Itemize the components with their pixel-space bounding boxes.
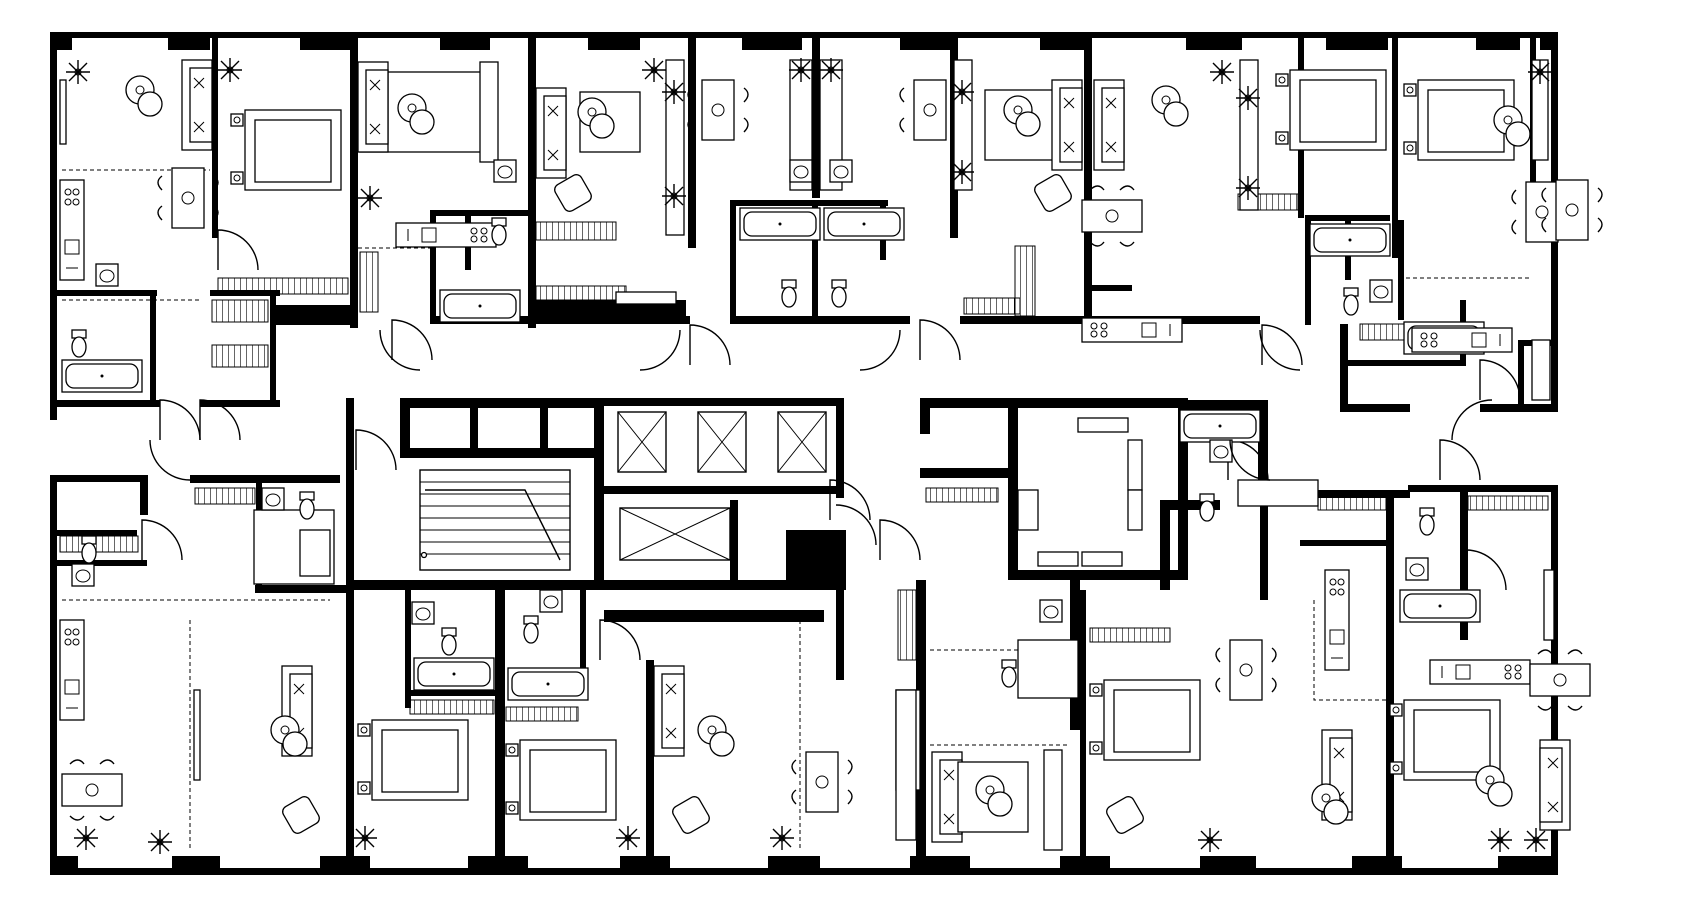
corridor-doors: [149, 329, 1493, 546]
lift-shaft-3: [777, 411, 827, 473]
stair-flights: [419, 469, 571, 571]
lift-shaft-2: [697, 411, 747, 473]
lift-shaft-4: [619, 507, 731, 561]
lift-shaft-1: [617, 411, 667, 473]
bottom-furniture: [59, 409, 1591, 855]
building-core: [346, 398, 1268, 622]
zone-dashes: [62, 169, 1530, 850]
top-furniture: [59, 57, 1603, 401]
